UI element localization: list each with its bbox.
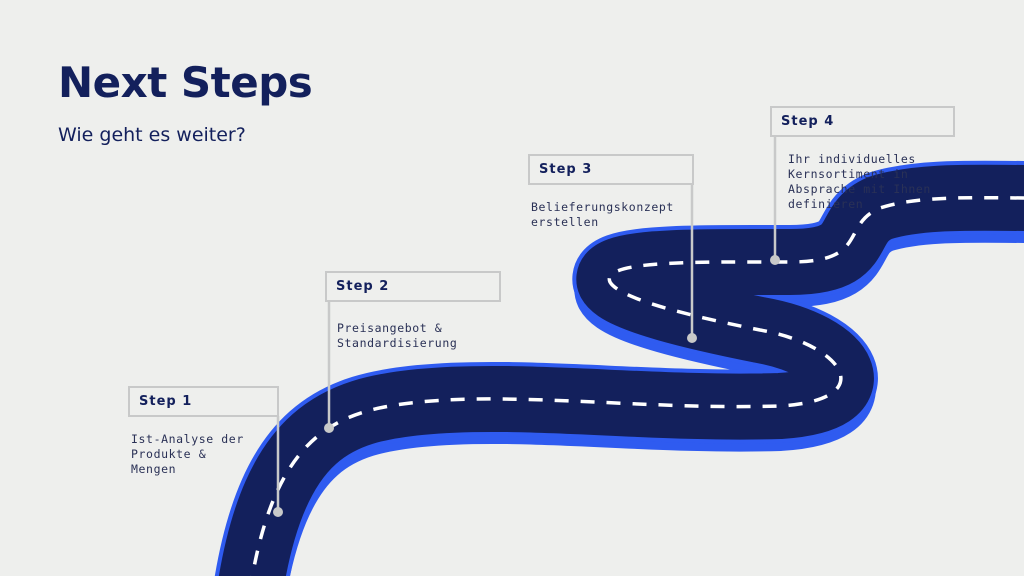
- step-1-label-box: Step 1: [128, 386, 279, 417]
- step-4-marker: [770, 255, 780, 265]
- step-2-marker: [324, 423, 334, 433]
- page-subtitle: Wie geht es weiter?: [58, 124, 246, 146]
- page-title: Next Steps: [58, 58, 313, 107]
- step-3-label-box: Step 3: [528, 154, 694, 185]
- step-1-marker: [273, 507, 283, 517]
- step-4-description: Ihr individuelles Kernsortiment in Abspr…: [788, 152, 931, 211]
- step-connectors: [273, 136, 780, 517]
- step-2-label-box: Step 2: [325, 271, 501, 302]
- step-3-marker: [687, 333, 697, 343]
- step-1-label: Step 1: [139, 394, 193, 409]
- step-3-label: Step 3: [539, 162, 593, 177]
- step-4-label: Step 4: [781, 114, 835, 129]
- step-3-description: Belieferungskonzept erstellen: [531, 200, 674, 229]
- step-1-description: Ist-Analyse der Produkte & Mengen: [131, 432, 244, 476]
- step-4-label-box: Step 4: [770, 106, 955, 137]
- step-2-label: Step 2: [336, 279, 390, 294]
- road-surface: [218, 164, 1024, 576]
- step-2-description: Preisangebot & Standardisierung: [337, 321, 458, 350]
